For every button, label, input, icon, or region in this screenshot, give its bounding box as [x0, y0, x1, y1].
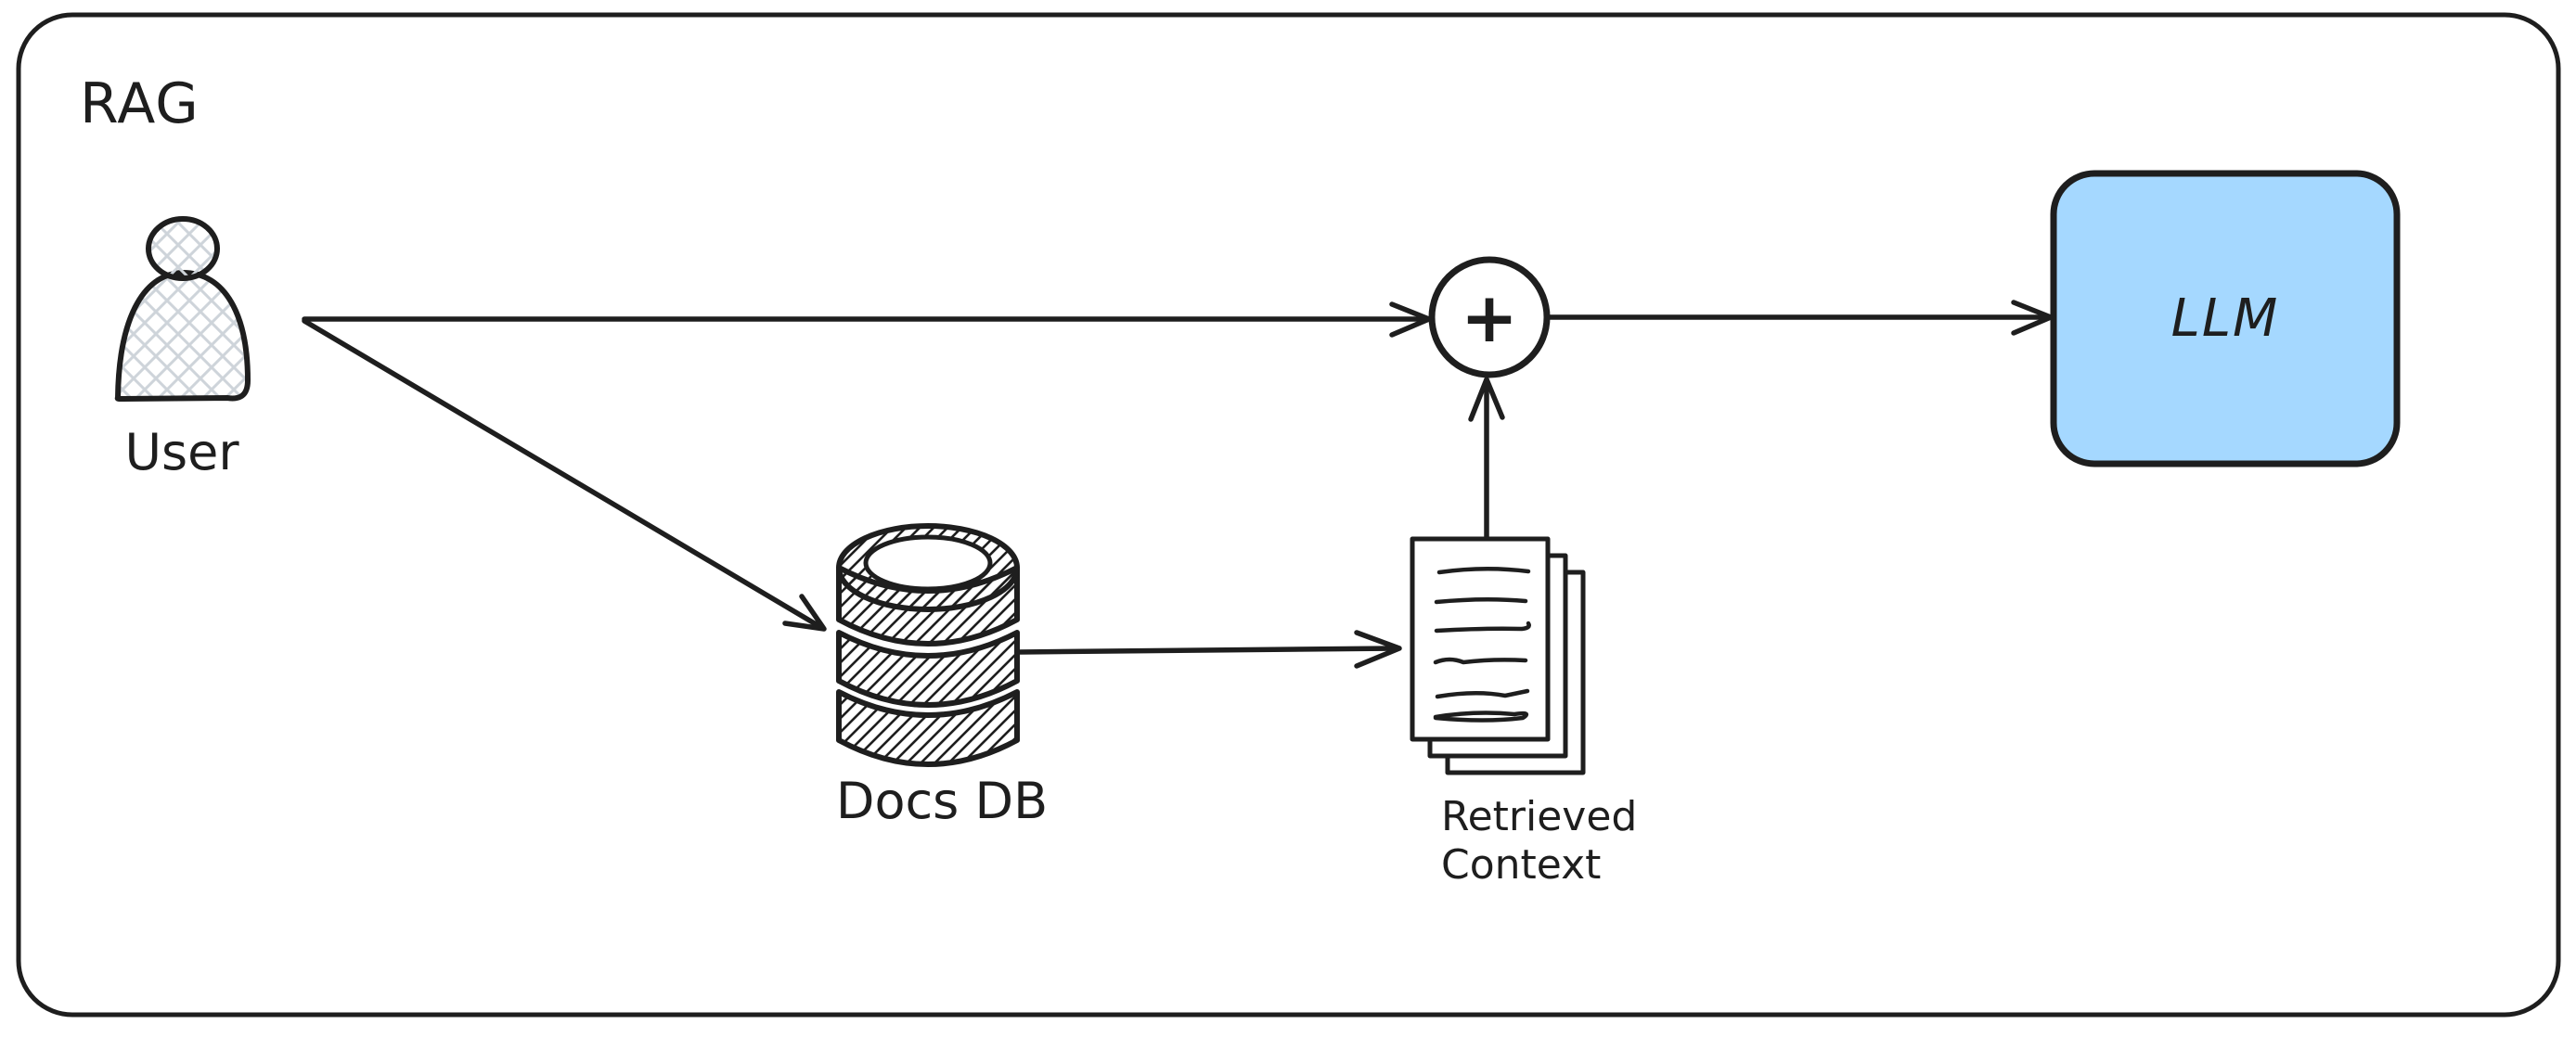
aggregator-node: +: [1428, 256, 1551, 378]
documents-stack-icon: [1410, 536, 1586, 775]
user-node: User: [114, 216, 251, 481]
edge-user-to-docs-db: [302, 318, 827, 632]
retrieved-context-label-line1: Retrieved: [1441, 793, 1637, 840]
retrieved-context-label-line2: Context: [1441, 841, 1601, 889]
person-icon: [114, 216, 251, 402]
edge-docs-db-to-retrieved-context: [1016, 630, 1402, 669]
user-label: User: [124, 423, 239, 481]
edge-user-to-aggregator: [302, 301, 1432, 338]
database-icon: [836, 523, 1020, 767]
edge-aggregator-to-llm: [1547, 300, 2054, 336]
docs-db-label: Docs DB: [836, 772, 1048, 830]
docs-db-node: Docs DB: [836, 523, 1048, 830]
plus-circle: [1428, 256, 1551, 378]
retrieved-context-node: Retrieved Context: [1410, 536, 1637, 889]
diagram-title: RAG: [80, 71, 200, 136]
plus-icon: +: [1461, 278, 1518, 358]
edge-retrieved-context-to-aggregator: [1468, 377, 1505, 546]
llm-node: LLM: [2050, 170, 2401, 467]
rag-frame: [16, 12, 2561, 1018]
llm-label: LLM: [2171, 288, 2280, 349]
llm-box: [2050, 170, 2401, 467]
